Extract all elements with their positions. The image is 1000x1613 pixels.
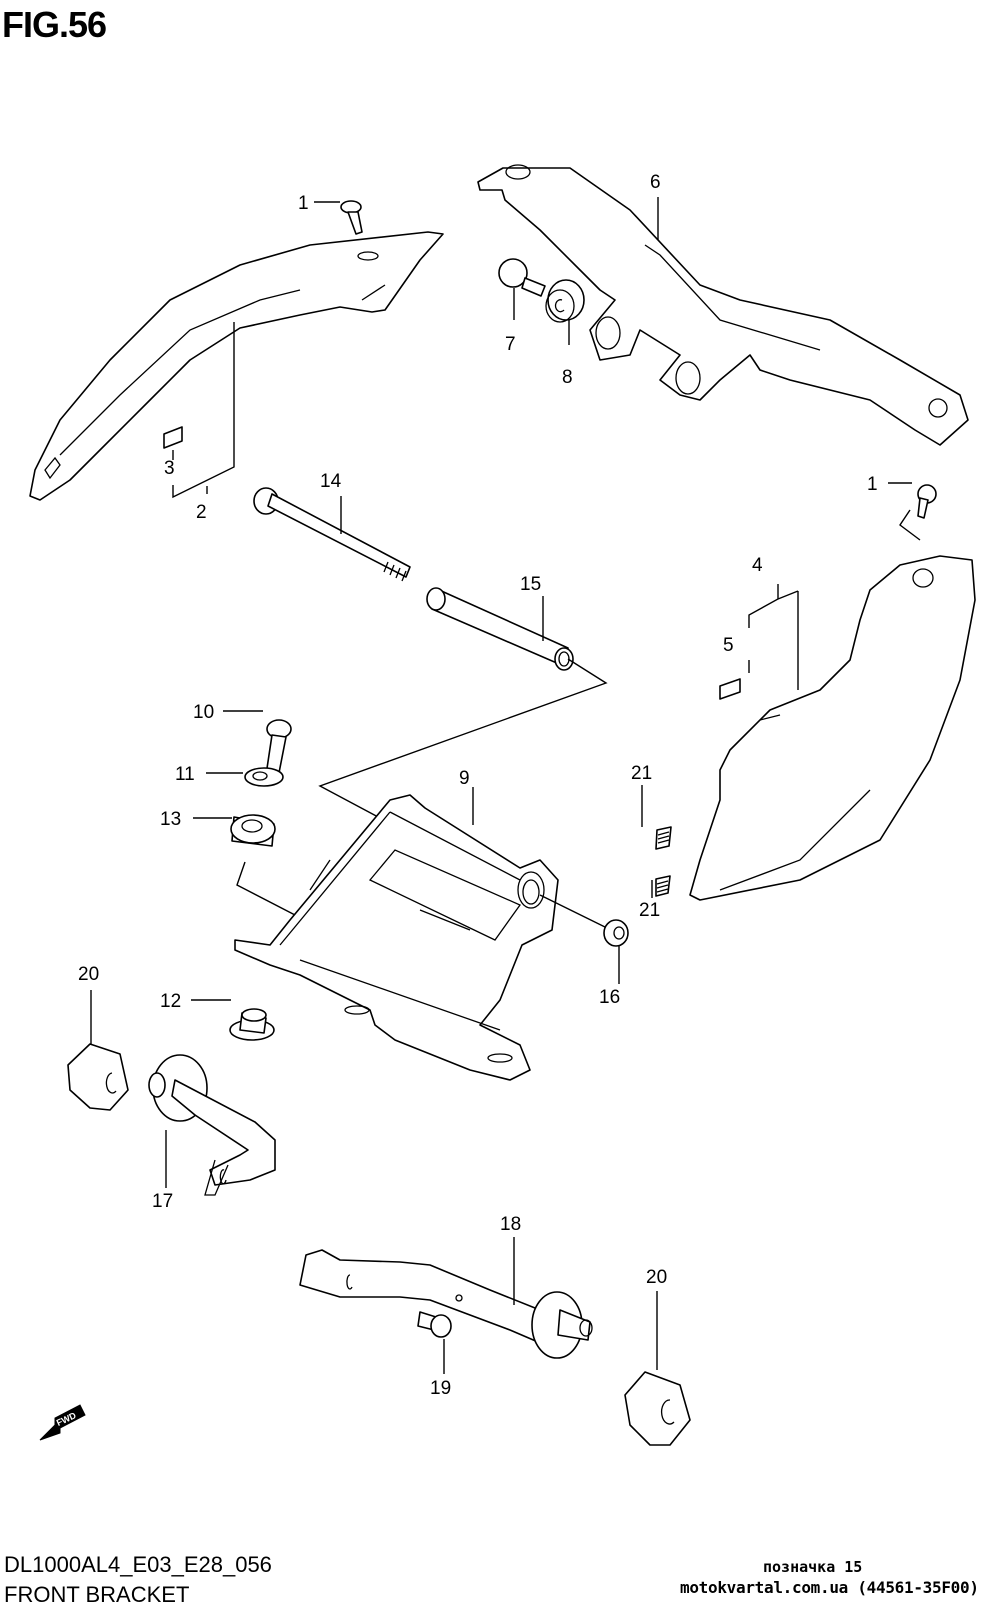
part-spacer [426,587,574,671]
callout-7: 7 [505,334,516,355]
callout-4: 4 [752,555,763,576]
part-stay-bolt [498,258,546,297]
callout-19: 19 [430,1378,451,1399]
watermark-line1: позначка 15 [763,1558,863,1576]
callout-11: 11 [175,764,195,785]
part-upper-stay [477,164,969,446]
part-nut [603,919,629,947]
callout-17: 17 [152,1191,173,1212]
leader-lines [90,197,921,1374]
part-right-stay [299,1249,593,1359]
callout-14: 14 [320,471,342,492]
callout-9: 9 [459,768,470,789]
part-stay-screw [417,1311,452,1338]
callout-2: 2 [196,502,207,523]
callout-18: 18 [500,1214,521,1235]
callout-1: 1 [298,193,309,214]
callout-8: 8 [562,367,573,388]
part-grommet [230,814,276,847]
part-left-cover [29,231,444,501]
callout-20-right: 20 [646,1267,667,1288]
part-through-bolt [253,487,411,582]
part-lower-cushion [229,1008,275,1041]
part-label-right [719,678,741,700]
figure-name: FRONT BRACKET [4,1582,190,1607]
watermark-line2: motokvartal.com.ua (44561-35F00) [680,1578,979,1597]
callout-3: 3 [164,458,175,479]
part-cushion [545,279,585,323]
model-code: DL1000AL4_E03_E28_056 [4,1552,272,1577]
callout-21-lower: 21 [639,900,660,921]
assembly-line-nut [539,894,608,929]
part-cushion-left [67,1043,129,1111]
figure-title: FIG.56 [2,4,107,45]
part-screw-left [340,200,363,235]
callout-16: 16 [599,987,620,1008]
callout-6: 6 [650,172,661,193]
part-cushion-right [624,1371,691,1446]
callout-13: 13 [160,809,181,830]
callout-12: 12 [160,991,181,1012]
part-washer [244,767,284,787]
part-clip-lower [655,875,671,897]
assembly-line [318,658,608,819]
callout-1-right: 1 [867,474,878,495]
callout-10: 10 [193,702,214,723]
part-label-left [163,426,183,449]
part-screw-right [917,484,937,519]
callout-5: 5 [723,635,734,656]
callout-21-upper: 21 [631,763,652,784]
part-clip-upper [655,826,672,850]
part-left-stay [148,1054,276,1196]
callout-15: 15 [520,574,541,595]
part-right-cover [689,555,976,901]
callout-20-left: 20 [78,964,99,985]
part-front-bracket [234,794,559,1081]
fwd-arrow-icon: FWD [39,1404,86,1441]
